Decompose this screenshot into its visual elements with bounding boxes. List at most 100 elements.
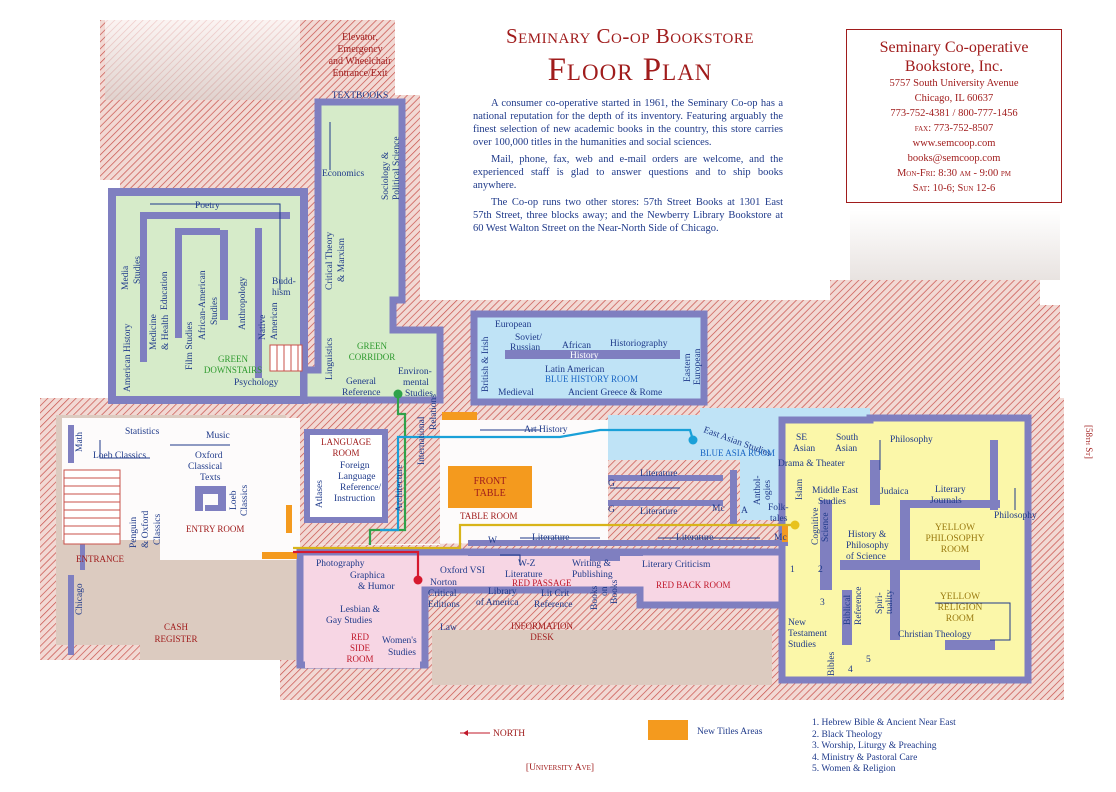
north-label: NORTH (493, 729, 525, 739)
section-wz-1: W-Z (518, 559, 536, 569)
section-buddhism-2: hism (272, 288, 291, 298)
store-web-link[interactable]: www.semcoop.com (912, 138, 996, 149)
store-email-link[interactable]: books@semcoop.com (907, 153, 1001, 164)
section-new-testament-2: Testament (788, 629, 827, 639)
description-paragraph-1: A consumer co-operative started in 1961,… (473, 98, 783, 148)
red-section-labels: Literature Literature W Mc Photography G… (316, 533, 787, 658)
section-number-4: 4 (848, 665, 853, 675)
section-lesbian-1: Lesbian & (340, 605, 380, 615)
section-music: Music (206, 431, 230, 441)
green-corridor (300, 98, 444, 404)
elevator-line-1: Elevator, (342, 32, 378, 43)
section-loeb-v-2: Classics (240, 485, 250, 516)
elevator-line-3: and Wheelchair (329, 56, 393, 67)
section-books-1: Books (590, 585, 600, 610)
section-oxford-vsi: Oxford VSI (440, 565, 485, 576)
section-graphica-2: & Humor (358, 582, 396, 592)
section-history: History (570, 351, 599, 361)
section-loeb-classics: Loeb Classics (93, 451, 146, 461)
language-room (304, 429, 388, 523)
section-christian-theology: Christian Theology (898, 630, 972, 640)
yellow-section-labels: Philosophy Philosophy Judaica Middle Eas… (788, 435, 1037, 676)
section-biblical-1: Biblical (843, 595, 853, 625)
section-law: Law (440, 623, 457, 633)
red-back-room-label: RED BACK ROOM (656, 580, 731, 590)
section-lesbian-2: Gay Studies (326, 616, 372, 626)
section-linguistics: Linguistics (325, 337, 335, 380)
section-library-1: Library (488, 587, 517, 597)
section-judaica: Judaica (880, 487, 909, 497)
section-number-5: 5 (866, 655, 871, 665)
section-mc-2: Mc (774, 533, 787, 543)
section-atlases: Atlases (315, 480, 325, 508)
section-medieval: Medieval (498, 388, 534, 398)
legend-item-3: 3. Worship, Liturgy & Preaching (812, 741, 937, 751)
legend-item-1: 1. Hebrew Bible & Ancient Near East (812, 718, 956, 728)
section-journals-1: Literary (935, 485, 966, 495)
red-room-labels: RED PASSAGE RED BACK ROOM RED SIDE ROOM (346, 578, 730, 664)
section-mc-1: Mc (712, 504, 725, 514)
section-economics: Economics (322, 169, 365, 179)
section-books-3: Books (610, 579, 620, 604)
section-bibles: Bibles (827, 651, 837, 676)
green-section-labels: Economics Sociology & Political Science … (121, 136, 439, 465)
description-paragraph-3: The Co-op runs two other stores: 57th St… (473, 197, 783, 234)
section-education: Education (160, 271, 170, 310)
red-side-3: ROOM (346, 654, 373, 664)
section-foreign-1: Foreign (340, 461, 370, 471)
section-penguin-3: Classics (153, 514, 163, 545)
section-writing-1: Writing & (572, 559, 612, 569)
elevator-label: Elevator, Emergency and Wheelchair Entra… (329, 32, 393, 79)
yellow-philosophy-2: PHILOSOPHY (925, 534, 984, 544)
street-58th: [58th St] (1084, 425, 1094, 459)
green-corridor-2: CORRIDOR (349, 352, 396, 362)
section-w: W (488, 536, 497, 546)
section-library-2: of America (476, 597, 519, 608)
elevator-line-2: Emergency (337, 44, 382, 55)
section-british: British & Irish (481, 336, 491, 392)
section-biblical-2: Reference (853, 587, 864, 626)
section-sociology-2: Political Science (392, 136, 402, 200)
legend-item-4: 4. Ministry & Pastoral Care (812, 752, 918, 763)
entrance-label: ENTRANCE (76, 554, 124, 564)
entrance-steps (63, 469, 121, 545)
section-african-american-2: Studies (210, 297, 220, 325)
yellow-religion-3: ROOM (946, 614, 975, 624)
yellow-philosophy-3: ROOM (941, 545, 970, 555)
section-statistics: Statistics (125, 427, 160, 437)
section-south-asian-2: Asian (835, 444, 857, 454)
yellow-philosophy-1: YELLOW (935, 523, 975, 533)
section-psychology: Psychology (234, 378, 279, 388)
section-photography: Photography (316, 559, 365, 569)
language-room-labels: LANGUAGE ROOM (321, 437, 371, 458)
section-eastern-european-2: European (693, 348, 703, 385)
description: A consumer co-operative started in 1961,… (473, 97, 783, 239)
section-international-1: International (417, 416, 427, 465)
red-side-2: SIDE (350, 643, 371, 653)
numbered-legend: 1. Hebrew Bible & Ancient Near East 2. B… (812, 718, 1012, 776)
information-desk-1: INFORMATION (511, 621, 574, 631)
red-side-1: RED (351, 632, 370, 642)
section-architecture: Architecture (395, 465, 405, 512)
information-desk-2: DESK (530, 632, 554, 642)
store-address-1: 5757 South University Avenue (889, 78, 1019, 89)
section-books-2: on (600, 586, 610, 596)
section-historiography: Historiography (610, 339, 668, 349)
section-environmental-2: mental (403, 378, 429, 388)
section-oxford-2: Classical (188, 462, 223, 472)
section-number-1: 1 (790, 565, 795, 575)
section-media-1: Media (121, 265, 131, 290)
street-university-ave: [University Ave] (526, 763, 594, 773)
description-paragraph-2: Mail, phone, fax, web and e-mail orders … (473, 154, 783, 191)
store-hours-weekend: Sat: 10-6; Sun 12-6 (912, 183, 996, 194)
section-literature-2: Literature (640, 507, 677, 517)
section-se-asian-2: Asian (793, 444, 815, 454)
section-se-asian-1: SE (796, 433, 807, 443)
section-litcrit-2: Reference (534, 599, 573, 610)
section-eastern-european-1: Eastern (683, 353, 693, 382)
front-table-1: FRONT (474, 476, 507, 487)
entry-room-labels: Math Statistics Music Loeb Classics Oxfo… (75, 427, 250, 615)
elevator-line-4: Entrance/Exit (333, 68, 388, 79)
section-general-reference-2: Reference (342, 387, 381, 398)
section-number-2: 2 (818, 565, 823, 575)
